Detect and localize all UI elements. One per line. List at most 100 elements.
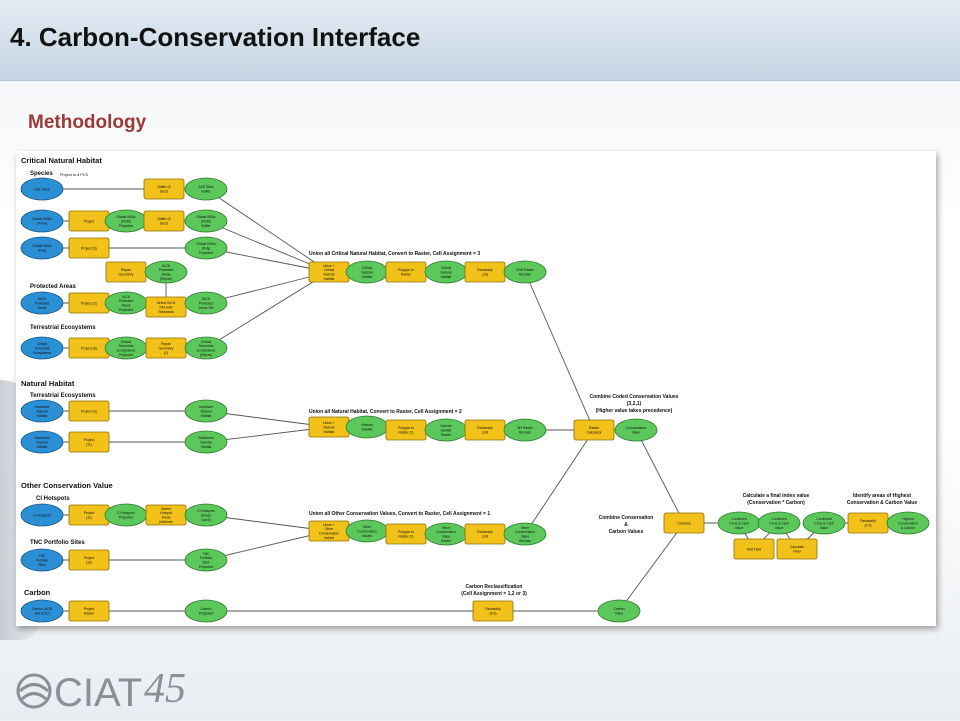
tool-node[interactable]: Project (2) [68, 292, 110, 314]
output-node[interactable]: Global KBAs(Poly)Projected [184, 236, 228, 260]
input-node[interactable]: Global KBAs(Point) [20, 209, 64, 233]
output-ellipse [597, 599, 641, 623]
group-label: Protected Areas [30, 284, 76, 290]
tool-node[interactable]: Project (4) [68, 400, 110, 422]
tool-node[interactable]: Project [68, 210, 110, 232]
connector-arrow [205, 530, 330, 561]
tool-node[interactable]: Reclassify(8.3) [472, 600, 514, 622]
tool-node[interactable]: Project(11) [68, 504, 110, 526]
connector-arrow [205, 247, 330, 273]
annotation-text: Combine Coded Conservation Values [590, 394, 679, 400]
output-node[interactable]: CI Hotspots(Areas'Land') [184, 503, 228, 527]
tool-node[interactable]: Reclassify(14) [464, 523, 506, 545]
tool-box [733, 538, 775, 560]
output-ellipse [184, 336, 228, 360]
connector-arrow [205, 271, 330, 349]
output-ellipse [184, 399, 228, 423]
node-label: Reclassify(4.5) [860, 519, 876, 527]
tool-node[interactable]: Project (3) [68, 237, 110, 259]
tool-node[interactable]: Project(10) [68, 549, 110, 571]
output-node[interactable]: Global KBAs(Point)Projected [104, 209, 148, 233]
connector-arrow [205, 220, 330, 273]
tool-node[interactable]: Reclassify(14) [464, 419, 506, 441]
input-node[interactable]: Global KBAs(Poly) [20, 236, 64, 260]
annotation-text: (Higher value takes precedence) [596, 408, 673, 414]
annotation-text: Identify areas of Highest [853, 493, 911, 499]
tool-node[interactable]: Reclassify(13) [464, 261, 506, 283]
tool-node[interactable]: Project (6) [68, 337, 110, 359]
annotation-text: Project to a PCS [60, 173, 89, 177]
output-node[interactable]: Global KBAs(Point)Buffer [184, 209, 228, 233]
tool-node[interactable]: Project(11) [68, 431, 110, 453]
output-ellipse [184, 430, 228, 454]
tool-node[interactable]: Reclassify(4.5) [847, 512, 889, 534]
connector-arrow [205, 188, 330, 273]
input-node[interactable]: AZE Sites [20, 177, 64, 201]
tool-node[interactable]: Add Field [733, 538, 775, 560]
tool-node[interactable]: Combine [663, 512, 705, 534]
section-subtitle: Methodology [28, 112, 147, 133]
node-label: Global KBAs(Point)Buffer [196, 215, 216, 228]
tool-box [143, 210, 185, 232]
input-node[interactable]: CI Hotspots [20, 503, 64, 527]
node-label: Project(10) [84, 556, 95, 564]
